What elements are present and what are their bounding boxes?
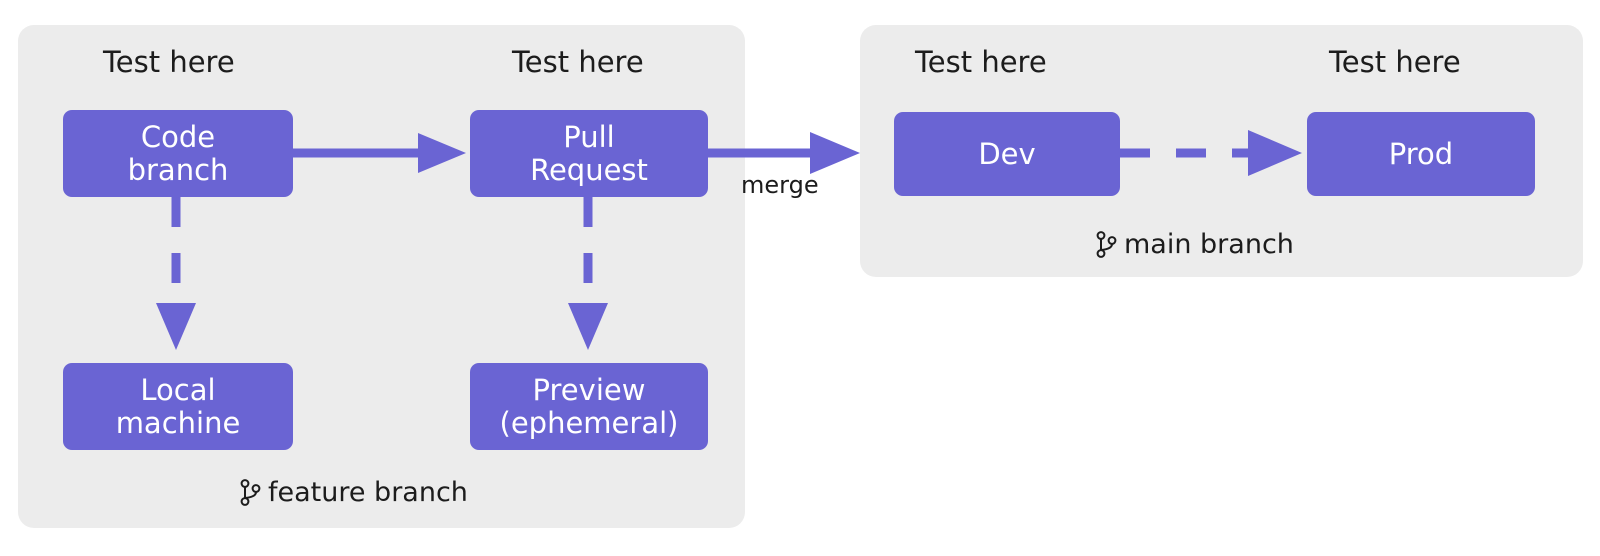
branch-label-main: main branch [1096,231,1294,258]
column-label-prod: Test here [1329,45,1461,79]
panel-feature-branch [18,25,745,528]
column-label-dev: Test here [915,45,1047,79]
node-preview-line1: Preview [532,373,646,408]
node-code-branch-line1: Code [140,120,216,155]
node-local-machine[interactable]: Local machine [63,363,293,450]
edge-label-merge: merge [741,171,819,199]
node-preview-line2: (ephemeral) [499,405,679,440]
node-code-branch-line2: branch [127,152,229,187]
node-prod[interactable]: Prod [1307,112,1535,196]
node-preview[interactable]: Preview (ephemeral) [470,363,708,450]
node-code-branch[interactable]: Code branch [63,110,293,197]
git-branch-icon [240,479,261,506]
column-label-pull-request: Test here [512,45,644,79]
node-pull-request-line1: Pull [563,120,615,155]
branch-label-main-text: main branch [1124,229,1294,260]
git-branch-icon [1096,231,1117,258]
branch-label-feature-text: feature branch [268,477,468,508]
node-dev-line1: Dev [978,136,1036,171]
node-pull-request[interactable]: Pull Request [470,110,708,197]
node-local-machine-line2: machine [115,405,241,440]
node-local-machine-line1: Local [140,373,216,408]
node-prod-line1: Prod [1388,136,1454,171]
node-pull-request-line2: Request [530,152,648,187]
column-label-code-branch: Test here [103,45,235,79]
branch-label-feature: feature branch [240,479,468,506]
node-dev[interactable]: Dev [894,112,1120,196]
